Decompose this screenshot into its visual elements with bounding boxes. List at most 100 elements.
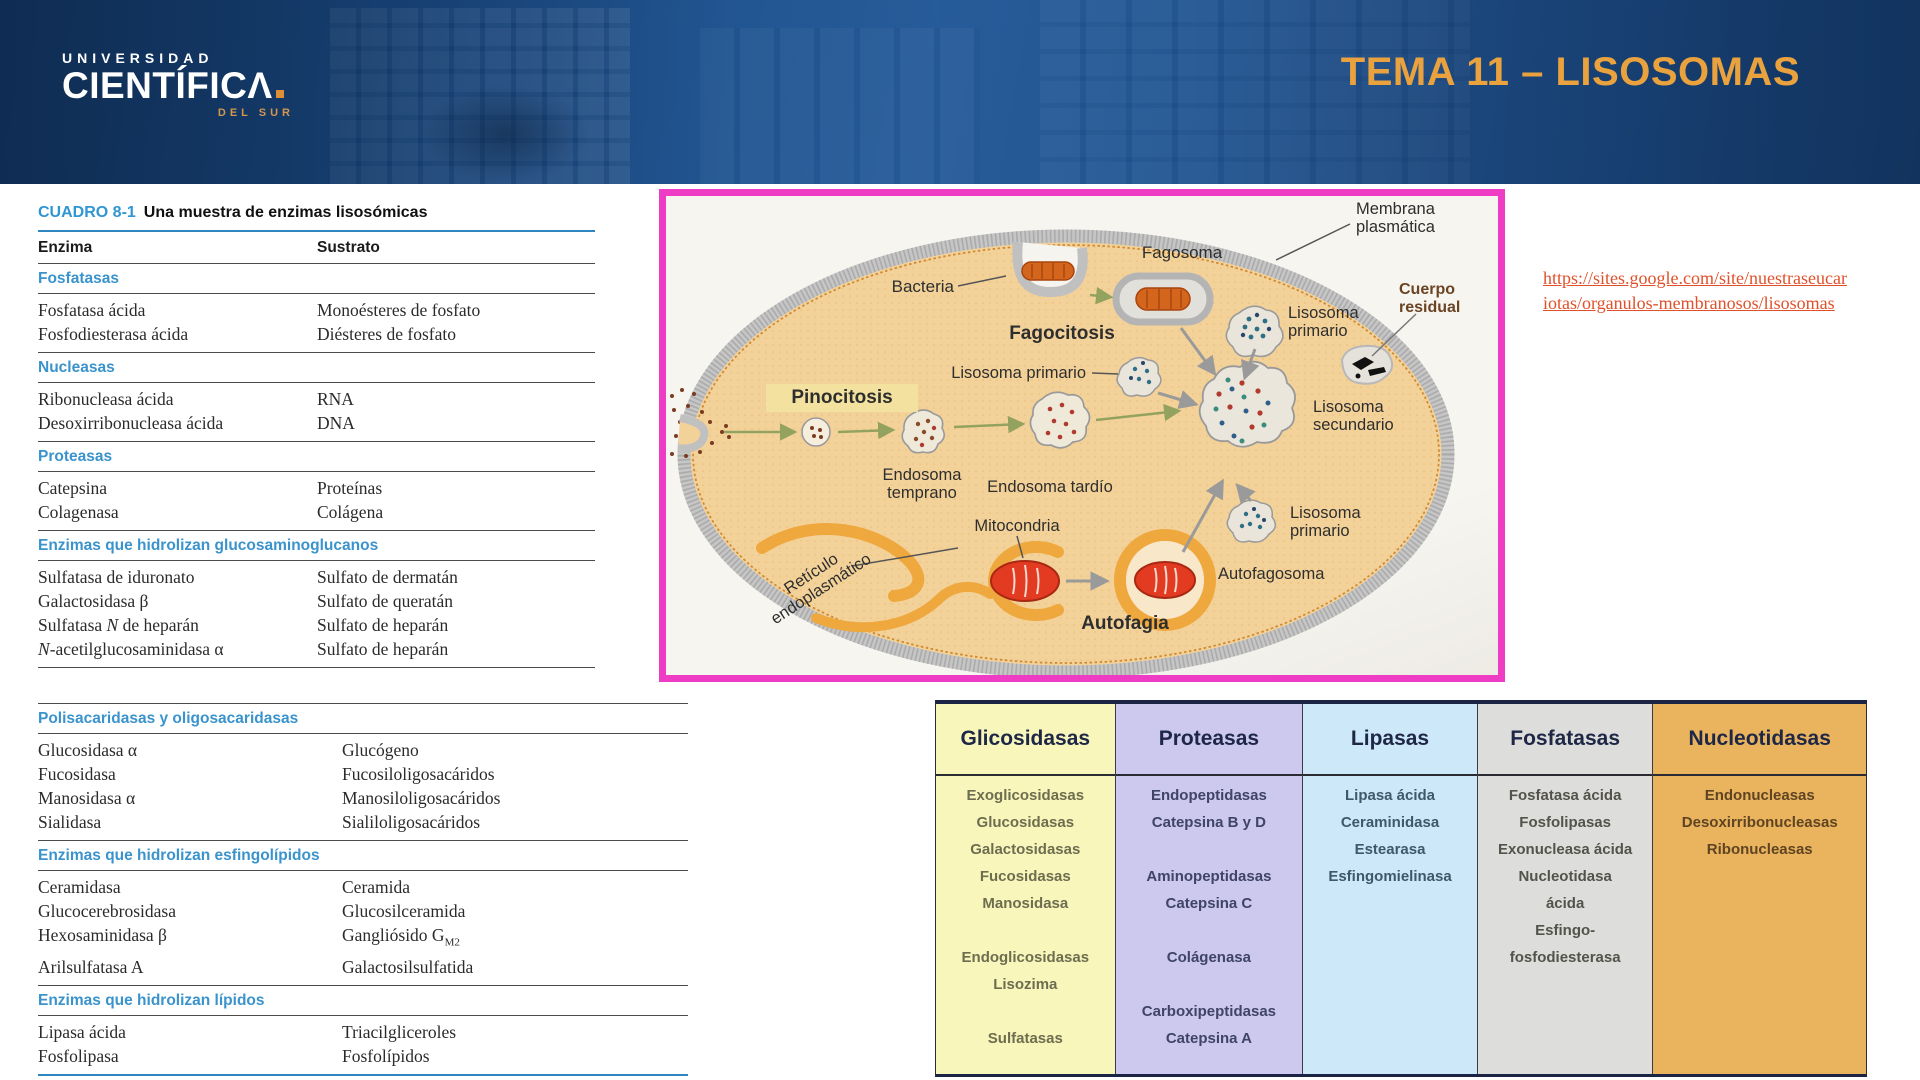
section-header: Polisacaridasas y oligosacaridasas [38, 710, 299, 727]
university-logo: UNIVERSIDAD CIENTÍFICΛ DEL SUR [62, 50, 294, 119]
table-cell: Catepsina A [1165, 1030, 1252, 1047]
column-header: Lipasas [1303, 704, 1477, 776]
table-cell: Ceraminidasa [1340, 814, 1440, 831]
enzyme-cell: Galactosidasa β [38, 591, 149, 611]
enzyme-cell: Ribonucleasa ácida [38, 389, 174, 409]
table-cell: fosfodiesterasa [1509, 949, 1621, 966]
column-header: Fosfatasas [1477, 704, 1653, 776]
table-cell: Sulfatasas [987, 1030, 1063, 1047]
transfer-arrows [1066, 327, 1260, 591]
enzyme-cell: Sulfatasa de iduronato [38, 567, 195, 587]
enzyme-cell: Manosidasa α [38, 788, 136, 808]
divider [38, 1073, 688, 1076]
lisosoma-primario-vesicle-1 [1225, 305, 1284, 358]
enzyme-cell: Desoxirribonucleasa ácida [38, 413, 224, 433]
lisosoma-primario-vesicle-2 [1116, 356, 1162, 397]
external-link[interactable]: https://sites.google.com/site/nuestraseu… [1543, 266, 1920, 316]
divider [38, 840, 688, 841]
table-cell: Esfingomielinasa [1328, 868, 1452, 885]
endosoma-tardio-shape [1029, 391, 1091, 449]
divider [38, 352, 595, 353]
divider [38, 1014, 688, 1016]
substrate-cell: Sulfato de heparán [317, 615, 449, 635]
header-banner [0, 0, 1920, 184]
substrate-cell: Glucógeno [342, 740, 419, 760]
column-header: Glicosidasas [936, 704, 1115, 776]
enzyme-cell: Glucocerebrosidasa [38, 901, 176, 921]
substrate-cell: Galactosilsulfatida [342, 956, 474, 977]
substrate-cell: Sulfato de heparán [317, 639, 449, 659]
substrate-cell: DNA [317, 413, 355, 433]
divider [38, 703, 688, 704]
divider [38, 530, 595, 531]
section-rows: Ribonucleasa ácida RNA Desoxirribonucleasa… [38, 383, 595, 441]
logo-del-sur-text: DEL SUR [217, 106, 294, 119]
cell-diagram-svg: MembranaplasmáticaFagosomaBacteriaFagoci… [670, 200, 1460, 675]
label-bacteria: Bacteria [892, 277, 955, 296]
cuadro-label: CUADRO 8-1 [38, 204, 136, 221]
table-cell: Colágenasa [1166, 949, 1251, 966]
endosoma-temprano-shape [901, 409, 946, 454]
external-link-line1[interactable]: https://sites.google.com/site/nuestraseu… [1543, 268, 1847, 288]
table-cell: Nucleotidasa [1518, 868, 1612, 885]
substrate-cell: Gangliósido GM2 [342, 925, 460, 949]
table-cell: Lipasa ácida [1344, 787, 1436, 804]
table-cell: Fucosidasas [979, 868, 1071, 885]
table-cell: Endonucleasas [1704, 787, 1815, 804]
banner-tint-overlay [0, 0, 1920, 184]
enzyme-cell: Arilsulfatasa A [38, 956, 144, 977]
table-cell: Fosfatasa ácida [1508, 787, 1622, 804]
external-link-line2[interactable]: iotas/organulos-membranosos/lisosomas [1543, 293, 1835, 313]
substrate-cell: Proteínas [317, 478, 383, 498]
substrate-cell: Diésteres de fosfato [317, 324, 456, 344]
enzyme-cell: Sulfatasa N de heparán [38, 615, 199, 635]
label-mitocondria: Mitocondria [974, 517, 1060, 535]
table-cell: Galactosidasas [970, 841, 1081, 858]
substrate-cell: RNA [317, 389, 354, 409]
label-autofagosoma: Autofagosoma [1218, 565, 1325, 583]
substrate-cell: Fucosiloligosacáridos [342, 764, 495, 784]
logo-orange-accent [275, 90, 284, 98]
table-cell: Fosfolipasas [1519, 814, 1611, 831]
table-cell [936, 917, 1115, 944]
table-cell: Aminopeptidasas [1146, 868, 1272, 885]
pinocytic-vesicle [801, 417, 831, 447]
divider [38, 560, 595, 561]
table-cell: ácida [1545, 895, 1585, 912]
enzyme-cell: Fosfodiesterasa ácida [38, 324, 189, 344]
pathway-arrows [724, 286, 1182, 441]
table-cell: Desoxirribonucleasas [1681, 814, 1838, 831]
table-cell: Catepsina C [1165, 895, 1253, 912]
enzyme-cell: Ceramidasa [38, 877, 121, 897]
substrate-cell: Colágena [317, 502, 384, 522]
col-header-enzima: Enzima [38, 239, 93, 256]
divider [38, 667, 595, 668]
table-cell: Ribonucleasas [1706, 841, 1813, 858]
section-header: Proteasas [38, 448, 113, 465]
table-cell: Carboxipeptidasas [1141, 1003, 1277, 1020]
substrate-cell: Sialiloligosacáridos [342, 812, 481, 832]
section-header: Nucleasas [38, 359, 115, 376]
section-header: Enzimas que hidrolizan glucosaminoglucan… [38, 537, 379, 554]
label-fagosoma: Fagosoma [1142, 243, 1223, 262]
divider [38, 471, 595, 472]
section-header: Fosfatasas [38, 270, 119, 287]
enzyme-cell: N-acetilglucosaminidasa α [38, 639, 224, 659]
